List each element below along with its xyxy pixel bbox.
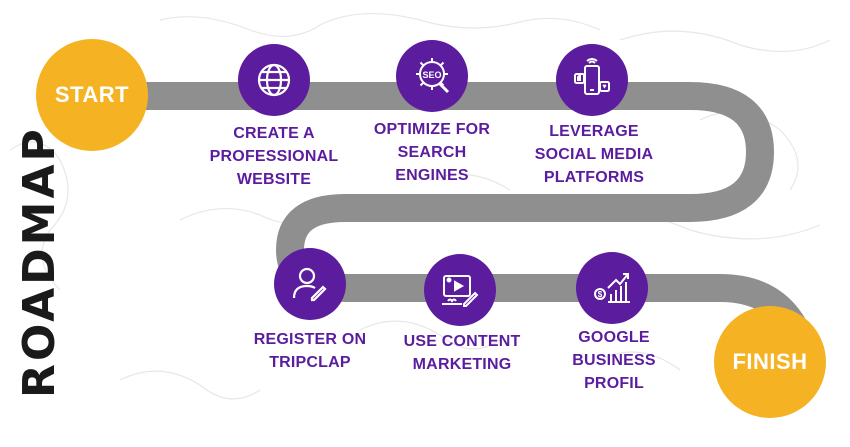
seo-gear-icon: SEO [396, 40, 468, 112]
finish-label: FINISH [732, 349, 808, 374]
step-label-register-tripclap: REGISTER ON TRIPCLAP [253, 331, 367, 371]
business-growth-chart-icon: $ [576, 252, 648, 324]
social-media-phone-icon [556, 44, 628, 116]
start-marker: START [36, 39, 148, 151]
step-label-create-website: CREATE A PROFESSIONAL WEBSITE [209, 125, 339, 188]
svg-text:SEO: SEO [422, 70, 441, 80]
step-label-content-marketing: USE CONTENT MARKETING [403, 333, 521, 373]
globe-icon [238, 44, 310, 116]
user-edit-icon [274, 248, 346, 320]
start-label: START [54, 82, 130, 107]
step-label-leverage-social: LEVERAGE SOCIAL MEDIA PLATFORMS [534, 123, 654, 186]
step-label-optimize-search: OPTIMIZE FOR SEARCH ENGINES [373, 121, 491, 184]
finish-marker: FINISH [714, 306, 826, 418]
roadmap-title: ROADMAP [14, 126, 65, 398]
svg-text:$: $ [598, 290, 603, 299]
step-label-google-business: GOOGLE BUSINESS PROFIL [572, 329, 656, 392]
content-marketing-icon [424, 254, 496, 326]
